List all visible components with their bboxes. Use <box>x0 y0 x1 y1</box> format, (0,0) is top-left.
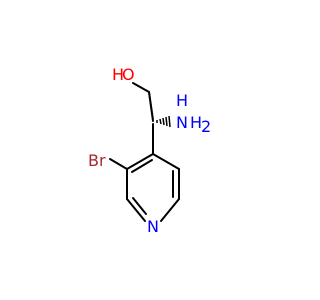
atom-label-n-amine-sub: 2 <box>201 117 211 136</box>
bond-c2-n <box>126 198 146 222</box>
atom-label-o-h: H <box>112 65 124 84</box>
bond-n-c6 <box>160 198 180 222</box>
atom-label-n-ring: N <box>147 217 159 236</box>
atom-nitrogen-amine: H N H 2 <box>176 91 211 136</box>
atom-oxygen: H O <box>112 65 135 84</box>
bond-ch2-chiral-single <box>148 91 154 122</box>
bond-o-ch2 <box>132 82 150 93</box>
stereo-hash-wedge <box>156 115 171 128</box>
atom-label-n-amine-n: N <box>176 113 188 132</box>
bond-c4-c3 <box>126 153 154 170</box>
double-bond-c2-n <box>132 197 147 215</box>
atom-label-o: O <box>122 65 135 84</box>
bond-c5-c4 <box>152 153 180 170</box>
atom-nitrogen-ring: N <box>147 217 159 236</box>
atom-bromine: Br <box>88 151 106 170</box>
atom-label-br: Br <box>88 151 106 170</box>
double-bond-c4-c3 <box>131 159 153 173</box>
bond-ch2-chiral <box>149 92 173 108</box>
atom-label-n-amine-h2: H <box>190 113 202 132</box>
molecule-structure: H O H N H 2 Br N <box>88 65 211 236</box>
atom-label-n-amine: H <box>176 91 188 110</box>
bonds <box>109 82 180 222</box>
bond-c3-br <box>109 158 128 170</box>
